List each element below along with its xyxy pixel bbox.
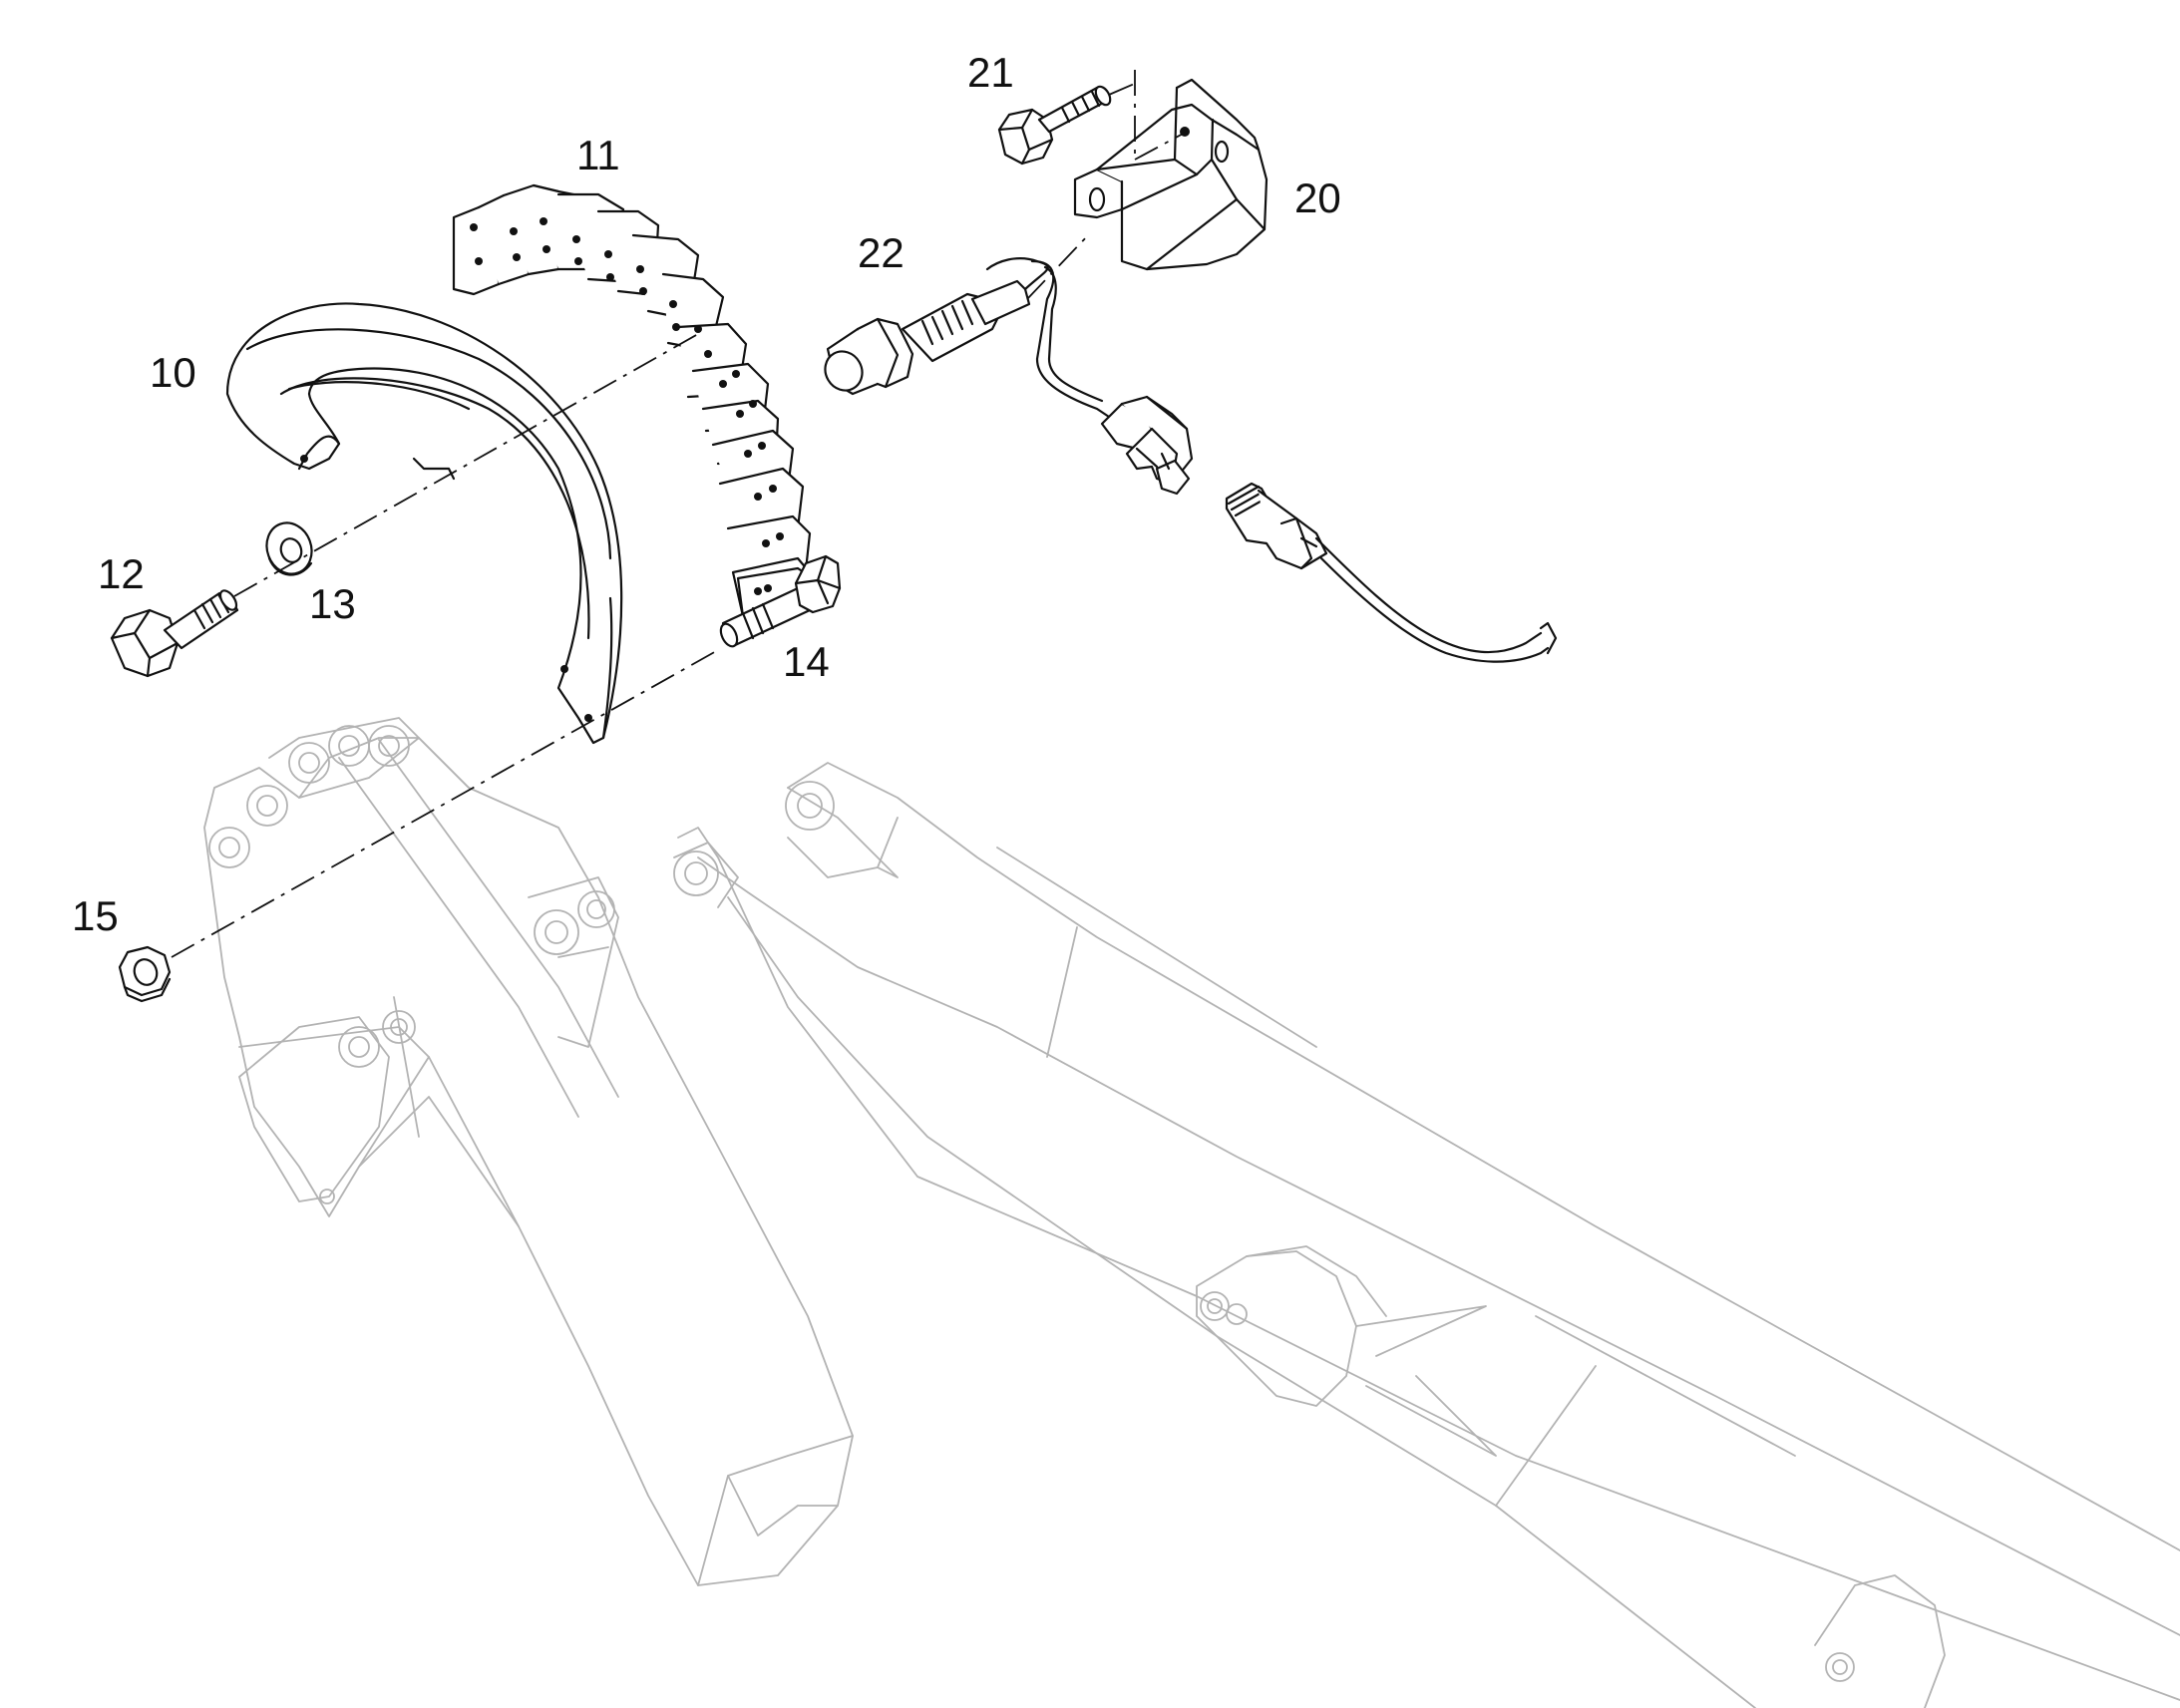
part-12-bolt	[110, 589, 239, 678]
callout-13: 13	[309, 580, 356, 627]
centerline-21-to-20	[1108, 81, 1140, 96]
part-22-sensor	[824, 257, 1194, 496]
callout-10: 10	[150, 349, 196, 396]
main-boom-section	[673, 762, 2180, 1708]
part-21-bolt	[997, 85, 1112, 166]
part-13-washer	[265, 521, 313, 576]
part-20-bracket	[1073, 78, 1269, 271]
callout-12: 12	[98, 550, 145, 597]
part-14-bolt	[719, 554, 842, 648]
callout-20: 20	[1294, 174, 1341, 221]
callout-11: 11	[576, 132, 620, 178]
centerline-15-to-14	[171, 649, 719, 958]
callout-labels: 10 11 12 13 14 15 20 21 22	[72, 49, 1341, 939]
callout-21: 21	[967, 49, 1014, 96]
part-10-curved-plate	[225, 302, 623, 745]
centerline-12-to-11	[233, 333, 699, 597]
left-boom-section	[203, 717, 854, 1586]
boom-assembly-context	[203, 717, 2180, 1708]
callout-22: 22	[858, 229, 905, 276]
assembly-centerlines	[171, 70, 1188, 958]
callout-14: 14	[783, 638, 830, 685]
part-15-nut	[118, 945, 172, 1003]
loose-connector-cable	[1225, 482, 1558, 663]
callout-15: 15	[72, 892, 119, 939]
centerline-22-to-20	[1026, 233, 1090, 300]
centerline-bracket-hole	[1134, 131, 1188, 161]
